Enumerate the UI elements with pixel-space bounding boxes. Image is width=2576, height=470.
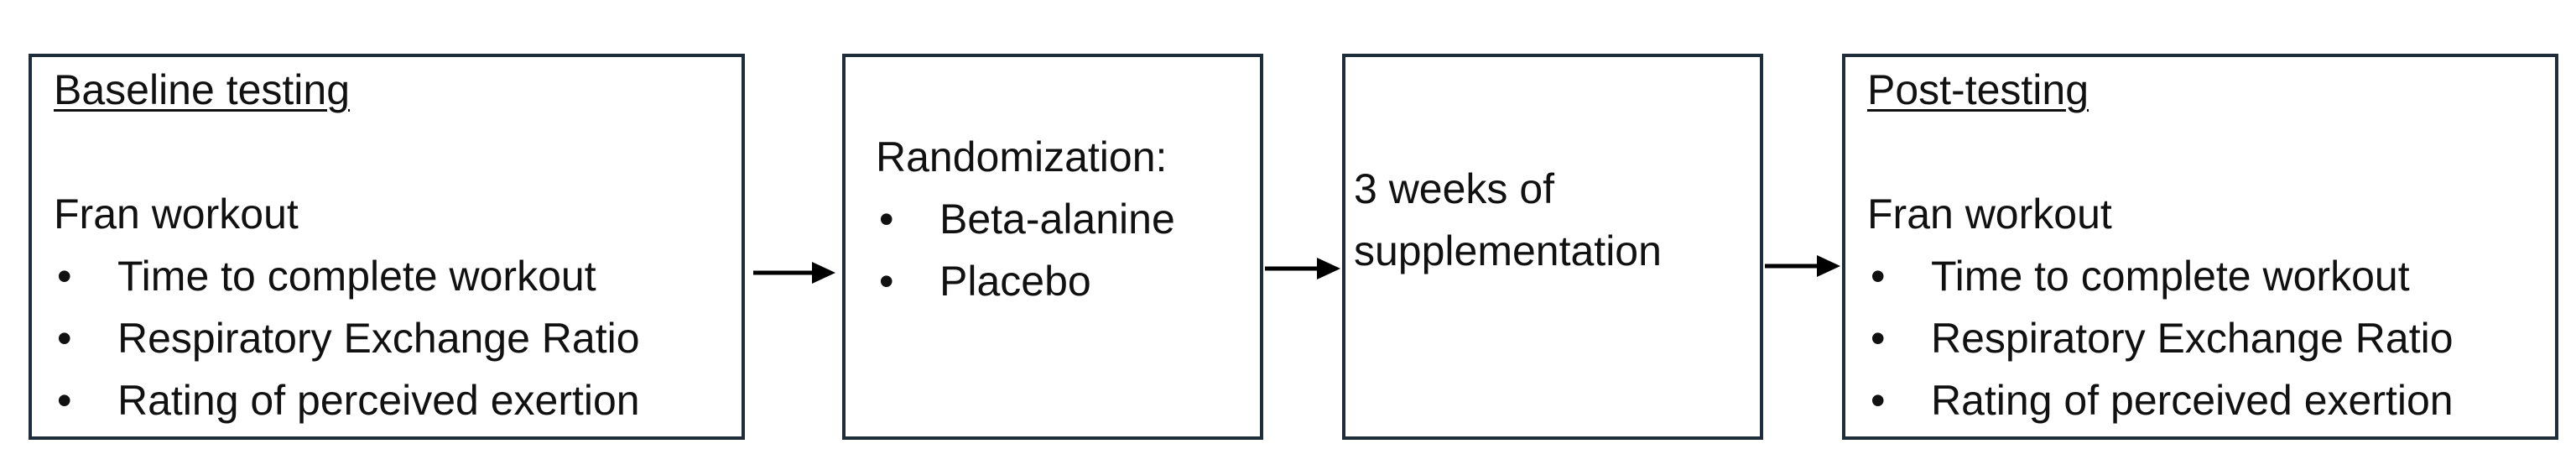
supplementation-box: 3 weeks of supplementation [1342,54,1763,440]
randomization-group-label: Beta-alanine [939,196,1175,243]
supplementation-line-2: supplementation [1354,227,1662,274]
list-item: • Respiratory Exchange Ratio [1867,307,2454,369]
baseline-measure-label: Time to complete workout [117,253,596,300]
baseline-measures-list: • Time to complete workout • Respiratory E… [54,245,640,431]
baseline-measure-label: Rating of perceived exertion [117,377,640,424]
bullet-icon: • [879,258,894,305]
bullet-icon: • [1871,253,1886,300]
list-item: • Beta-alanine [876,188,1175,250]
post-measure-label: Time to complete workout [1931,253,2410,300]
list-item: • Placebo [876,250,1175,312]
randomization-title: Randomization: [876,133,1168,180]
post-measure-label: Respiratory Exchange Ratio [1931,315,2454,362]
randomization-groups-list: • Beta-alanine • Placebo [876,188,1175,312]
baseline-subtitle: Fran workout [54,191,299,238]
bullet-icon: • [879,196,894,243]
bullet-icon: • [1871,315,1886,362]
baseline-testing-box: Baseline testing Fran workout • Time to c… [29,54,745,440]
supplementation-line-1: 3 weeks of [1354,165,1555,212]
randomization-box: Randomization: • Beta-alanine • Placebo [842,54,1263,440]
baseline-heading: Baseline testing [54,66,351,113]
arrow-supplementation-to-post [1765,255,1840,277]
post-measures-list: • Time to complete workout • Respiratory E… [1867,245,2454,431]
post-measure-label: Rating of perceived exertion [1931,377,2454,424]
randomization-group-label: Placebo [939,258,1091,305]
list-item: • Rating of perceived exertion [1867,369,2454,431]
bullet-icon: • [57,315,72,362]
arrow-baseline-to-randomization [753,262,835,284]
post-subtitle: Fran workout [1867,191,2112,238]
bullet-icon: • [1871,377,1886,424]
baseline-measure-label: Respiratory Exchange Ratio [117,315,640,362]
arrow-randomization-to-supplementation [1265,258,1340,279]
list-item: • Time to complete workout [54,245,640,307]
list-item: • Time to complete workout [1867,245,2454,307]
post-heading: Post-testing [1867,66,2089,113]
post-testing-box: Post-testing Fran workout • Time to compl… [1842,54,2558,440]
bullet-icon: • [57,377,72,424]
list-item: • Respiratory Exchange Ratio [54,307,640,369]
bullet-icon: • [57,253,72,300]
list-item: • Rating of perceived exertion [54,369,640,431]
